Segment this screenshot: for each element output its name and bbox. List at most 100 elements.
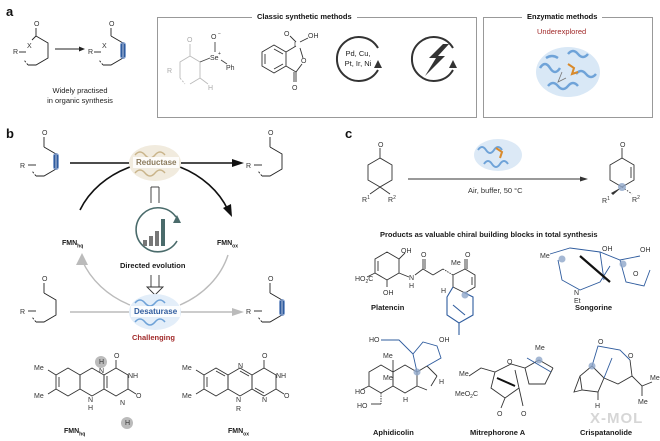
svg-text:O: O [284, 31, 290, 38]
svg-text:X: X [102, 43, 107, 50]
svg-text:O: O [262, 353, 268, 360]
svg-text:NH: NH [276, 373, 286, 380]
svg-text:O: O [34, 21, 40, 28]
svg-text:R1: R1 [602, 196, 610, 205]
svg-text:HO: HO [357, 403, 368, 410]
svg-text:I: I [294, 42, 296, 49]
crispatanolide-structure: O O Me Me H [573, 339, 660, 410]
saturated-ketone-top [254, 137, 283, 177]
desaturase-label: Desaturase [131, 306, 181, 317]
svg-text:H: H [99, 359, 104, 366]
svg-text:O: O [42, 276, 48, 283]
panel-c-label: c [345, 126, 353, 141]
svg-text:R: R [20, 309, 25, 316]
svg-text:O: O [421, 252, 427, 259]
svg-text:H: H [595, 403, 600, 410]
svg-text:OH: OH [439, 337, 450, 344]
svg-text:OH: OH [308, 33, 319, 40]
fmn-hq-structure-label: FMNhq [64, 428, 85, 437]
svg-text:R: R [88, 49, 93, 56]
svg-text:Me: Me [182, 393, 192, 400]
svg-text:O: O [521, 411, 527, 418]
fmn-ox-cycle-label: FMNox [217, 240, 238, 249]
crispatanolide-label: Crispatanolide [580, 428, 633, 437]
svg-text:H: H [208, 85, 213, 92]
svg-text:R: R [13, 49, 18, 56]
panel-b-label: b [6, 126, 14, 141]
svg-text:H: H [88, 405, 93, 412]
svg-text:R: R [236, 406, 241, 413]
fmn-ox-structure: Me Me N N R O NH O N [182, 353, 290, 413]
watermark: X-MOL [590, 410, 644, 427]
mitrephorone-a-structure: Me Me O MeO2C O O [455, 345, 554, 418]
svg-text:OH: OH [383, 290, 394, 297]
svg-text:X: X [27, 43, 32, 50]
svg-text:N: N [409, 275, 414, 282]
panel-c-enzyme-icon [474, 139, 522, 171]
fmn-ox-structure-sub: ox [243, 431, 250, 438]
fmn-hq-structure-main: FMN [64, 428, 80, 435]
panel-a-product-structure: O X R [88, 21, 126, 66]
metal-catalysts-line1: Pd, Cu, [345, 49, 371, 58]
svg-text:N: N [238, 363, 243, 370]
svg-text:Me: Me [34, 365, 44, 372]
svg-text:O: O [598, 339, 604, 346]
classic-methods-title: Classic synthetic methods [252, 12, 357, 21]
svg-text:R: R [20, 163, 25, 170]
enone-substrate-top [28, 137, 57, 177]
svg-text:N: N [236, 397, 241, 404]
lightning-bolt-icon [410, 36, 457, 82]
svg-text:H: H [441, 288, 446, 295]
svg-text:HO: HO [369, 337, 380, 344]
panel-a-label: a [6, 4, 14, 19]
svg-text:H: H [409, 283, 414, 290]
fmn-hq-main: FMN [62, 240, 78, 247]
svg-text:O: O [301, 58, 307, 65]
svg-text:R: R [167, 68, 172, 75]
svg-text:NH: NH [128, 373, 138, 380]
svg-text:H: H [439, 379, 444, 386]
svg-text:HO: HO [355, 389, 366, 396]
svg-text:Et: Et [574, 298, 581, 305]
reductase-label: Reductase [133, 157, 180, 168]
panel-a-caption-line2: in organic synthesis [47, 96, 113, 105]
svg-text:MeO2C: MeO2C [455, 391, 478, 400]
panel-a-substrate-structure: O X R [13, 21, 49, 66]
svg-text:O: O [284, 393, 290, 400]
selenoxide-reagent-structure: O R H Se + O − Ph [167, 31, 235, 92]
songorine-label: Songorine [575, 303, 613, 312]
fmn-ox-structure-main: FMN [228, 428, 244, 435]
svg-text:O: O [211, 34, 217, 41]
enzyme-structure-icon [536, 47, 600, 97]
aphidicolin-label: Aphidicolin [373, 428, 414, 437]
panel-c-substrate-structure: O R1 R2 [362, 142, 396, 204]
svg-text:O: O [633, 271, 639, 278]
directed-evolution-label: Directed evolution [120, 261, 186, 270]
svg-text:N: N [120, 400, 125, 407]
aphidicolin-structure: HO OH Me Me HO HO H H [355, 337, 450, 410]
products-section-title: Products as valuable chiral building blo… [380, 230, 598, 239]
svg-text:Me: Me [638, 399, 648, 406]
enzymatic-methods-subtitle: Underexplored [537, 27, 587, 36]
catalytic-cycle-icon [335, 36, 382, 82]
svg-text:R: R [246, 309, 251, 316]
svg-text:O: O [378, 142, 384, 149]
svg-text:Me: Me [451, 260, 461, 267]
fmn-ox-structure-label: FMNox [228, 428, 249, 437]
svg-text:OH: OH [640, 247, 651, 254]
svg-text:R2: R2 [388, 195, 396, 204]
svg-text:N: N [99, 368, 104, 375]
svg-text:R: R [246, 163, 251, 170]
svg-text:O: O [497, 411, 503, 418]
challenging-label: Challenging [132, 333, 175, 342]
svg-text:O: O [465, 252, 471, 259]
svg-text:O: O [507, 359, 513, 366]
svg-text:+: + [218, 51, 221, 57]
svg-text:Me: Me [535, 345, 545, 352]
fmn-hq-structure: Me Me H N N H O NH O N H [34, 353, 142, 429]
mitrephorone-a-label: Mitrephorone A [470, 428, 526, 437]
fmn-hq-structure-sub: hq [79, 431, 86, 438]
svg-text:N: N [88, 397, 93, 404]
panel-c-product-structure: O R1 R2 [602, 142, 640, 205]
panel-a-reaction-arrow [55, 46, 85, 52]
